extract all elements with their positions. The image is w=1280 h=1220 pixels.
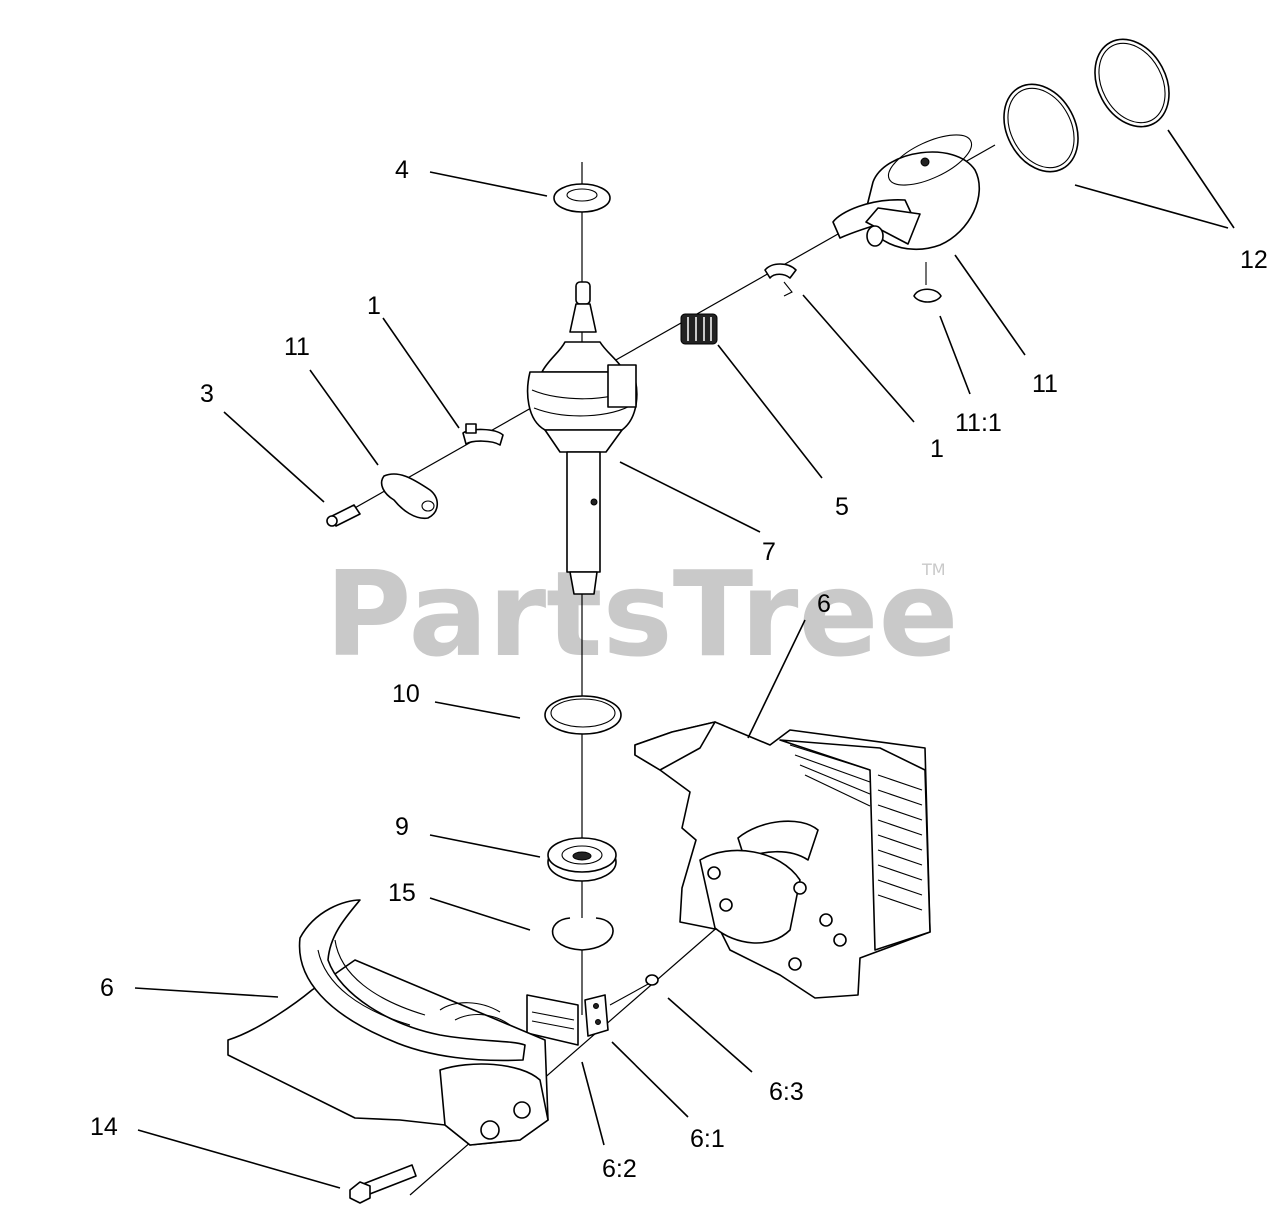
part-4-seal <box>553 183 611 213</box>
callout-7: 7 <box>762 538 776 566</box>
watermark-trademark: TM <box>921 560 946 579</box>
part-10-o-ring <box>544 695 622 735</box>
part-6-2-gasket <box>526 994 579 1046</box>
callout-11-left: 11 <box>284 333 310 361</box>
callout-6-top: 6 <box>817 590 831 618</box>
callout-14: 14 <box>90 1113 118 1141</box>
callout-15: 15 <box>388 879 416 907</box>
part-15-retaining-ring <box>551 917 614 951</box>
part-12-piston-rings <box>1003 38 1170 173</box>
part-9-ball-bearing <box>547 837 617 882</box>
callout-1-left: 1 <box>367 292 381 320</box>
part-1-left-bearing-half <box>462 423 504 446</box>
part-6-1-plate <box>584 994 609 1037</box>
part-6-engine-block <box>634 721 931 999</box>
leader-lines <box>134 129 1235 1189</box>
callout-1-right: 1 <box>930 435 944 463</box>
part-6-3-screw <box>609 974 659 1006</box>
part-11-right-piston <box>832 134 980 250</box>
callout-11-right: 11 <box>1032 370 1058 398</box>
callout-4: 4 <box>395 156 409 184</box>
callout-12: 12 <box>1240 246 1268 274</box>
part-11-left-rod-cap <box>380 473 439 520</box>
callout-9: 9 <box>395 813 409 841</box>
part-1-right-bearing-half <box>764 263 797 297</box>
part-7-crankshaft <box>526 281 638 595</box>
callout-11-1: 11:1 <box>955 409 1002 437</box>
part-11-1-clip <box>913 262 942 303</box>
watermark-text: PartsTree <box>325 545 959 683</box>
callout-6-left: 6 <box>100 974 114 1002</box>
callout-3: 3 <box>200 380 214 408</box>
part-6-crankcase-half <box>227 899 549 1146</box>
part-5-needle-bearing <box>680 313 718 345</box>
callout-labels: 4 1 11 3 7 5 1 11:1 11 12 6 10 9 15 6 14… <box>90 156 1268 1183</box>
callout-6-1: 6:1 <box>690 1125 725 1153</box>
callout-5: 5 <box>835 493 849 521</box>
callout-6-2: 6:2 <box>602 1155 637 1183</box>
part-3-screw <box>326 504 361 527</box>
callout-6-3: 6:3 <box>769 1078 804 1106</box>
part-14-bolt <box>349 1164 417 1204</box>
callout-10: 10 <box>392 680 420 708</box>
